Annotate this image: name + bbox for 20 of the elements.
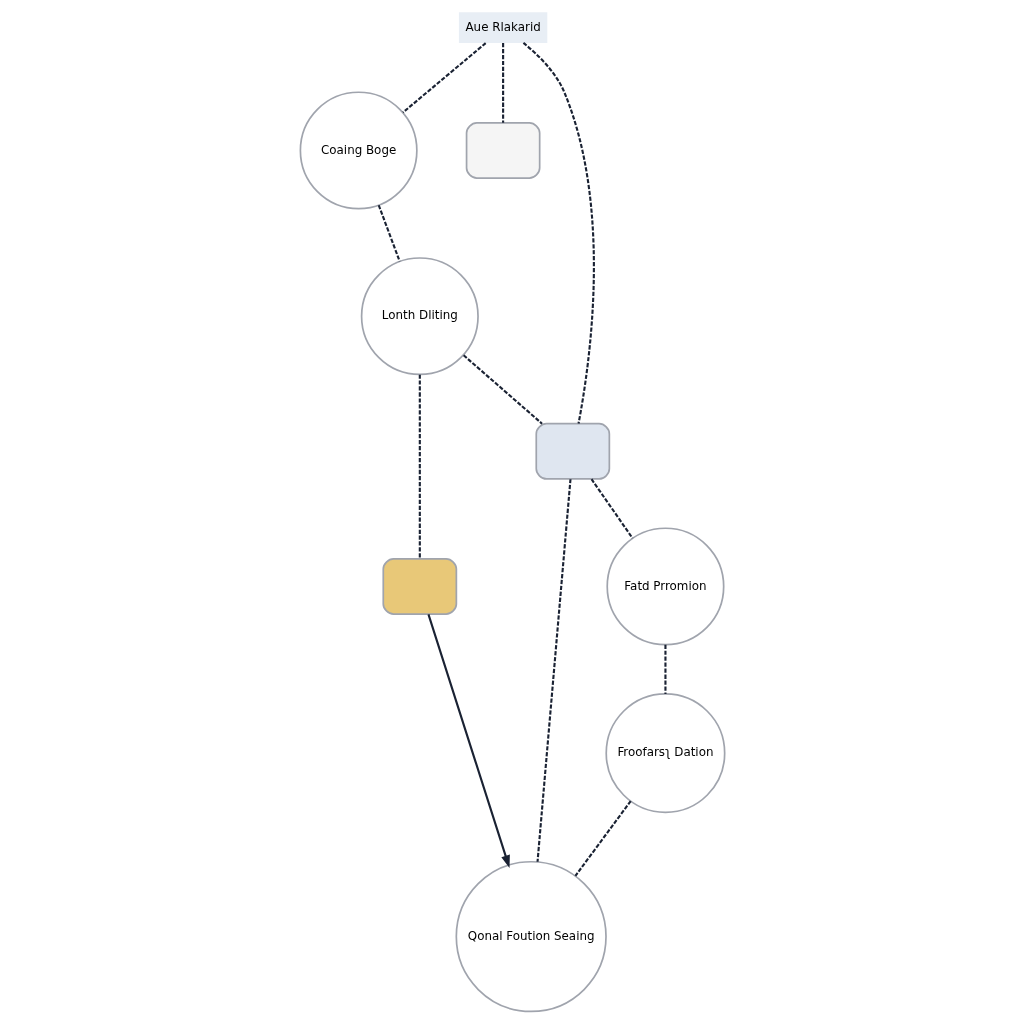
connector [574, 800, 632, 877]
connector [462, 354, 543, 425]
node-box [381, 558, 457, 615]
connector [536, 479, 572, 862]
node-box [465, 122, 540, 179]
connector [522, 42, 595, 424]
node-circle: Coaing Boge [299, 91, 418, 210]
node-circle: Qonal Foution Seaing [454, 860, 607, 1013]
node-circle: Fatd Prromion [605, 527, 724, 646]
connector [377, 204, 401, 262]
node-box [534, 422, 610, 480]
arrow [426, 614, 510, 868]
connector [401, 42, 486, 114]
connector [501, 43, 504, 123]
node-circle: Lonth Dliting [360, 257, 479, 376]
node-box: Aue Rlakarid [458, 12, 547, 43]
connector [663, 644, 666, 694]
node-circle: Froofarsʅ Dation [604, 693, 725, 814]
connector [590, 478, 633, 539]
connector [418, 374, 421, 559]
